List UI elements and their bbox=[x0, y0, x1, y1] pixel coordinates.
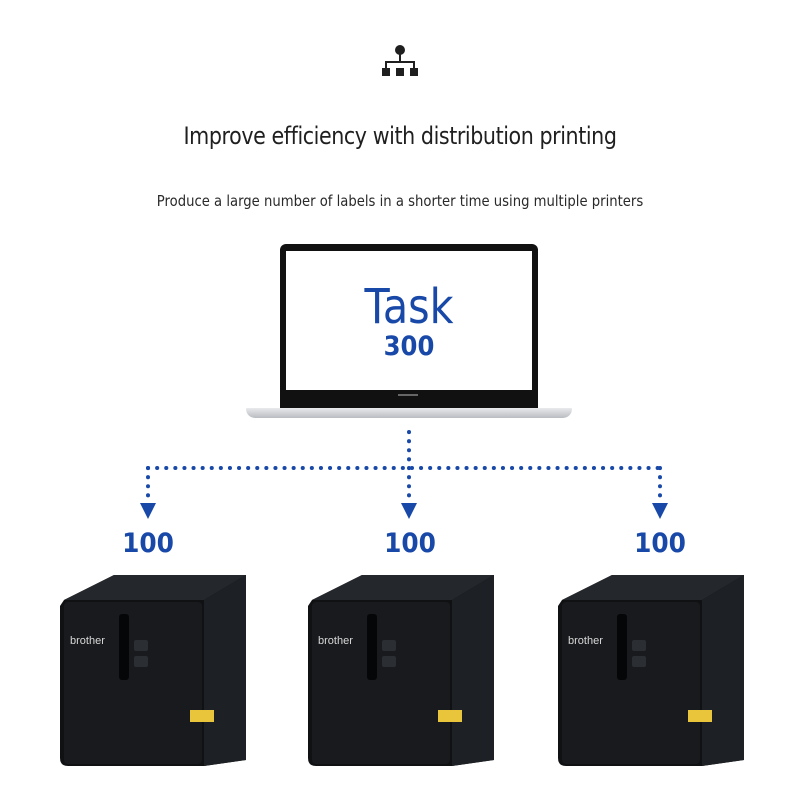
brand-logo: brother bbox=[70, 635, 105, 647]
printer-count-2: 100 bbox=[384, 528, 436, 559]
label-printer-1: brother bbox=[54, 570, 250, 766]
printer-count-1: 100 bbox=[122, 528, 174, 559]
brand-logo: brother bbox=[568, 635, 603, 647]
task-count: 300 bbox=[383, 331, 435, 362]
brand-logo: brother bbox=[318, 635, 353, 647]
label-printer-2: brother bbox=[302, 570, 498, 766]
arrow-down-icon bbox=[401, 503, 417, 519]
printer-count-3: 100 bbox=[634, 528, 686, 559]
laptop-screen bbox=[286, 251, 532, 390]
arrow-down-icon bbox=[140, 503, 156, 519]
laptop-base bbox=[246, 408, 572, 418]
task-label: Task bbox=[364, 279, 454, 335]
label-printer-3: brother bbox=[552, 570, 748, 766]
network-distribution-icon bbox=[382, 44, 418, 78]
laptop-bezel-logo bbox=[398, 394, 418, 396]
page-subtitle: Produce a large number of labels in a sh… bbox=[156, 192, 644, 210]
arrow-down-icon bbox=[652, 503, 668, 519]
page-title: Improve efficiency with distribution pri… bbox=[183, 122, 617, 150]
